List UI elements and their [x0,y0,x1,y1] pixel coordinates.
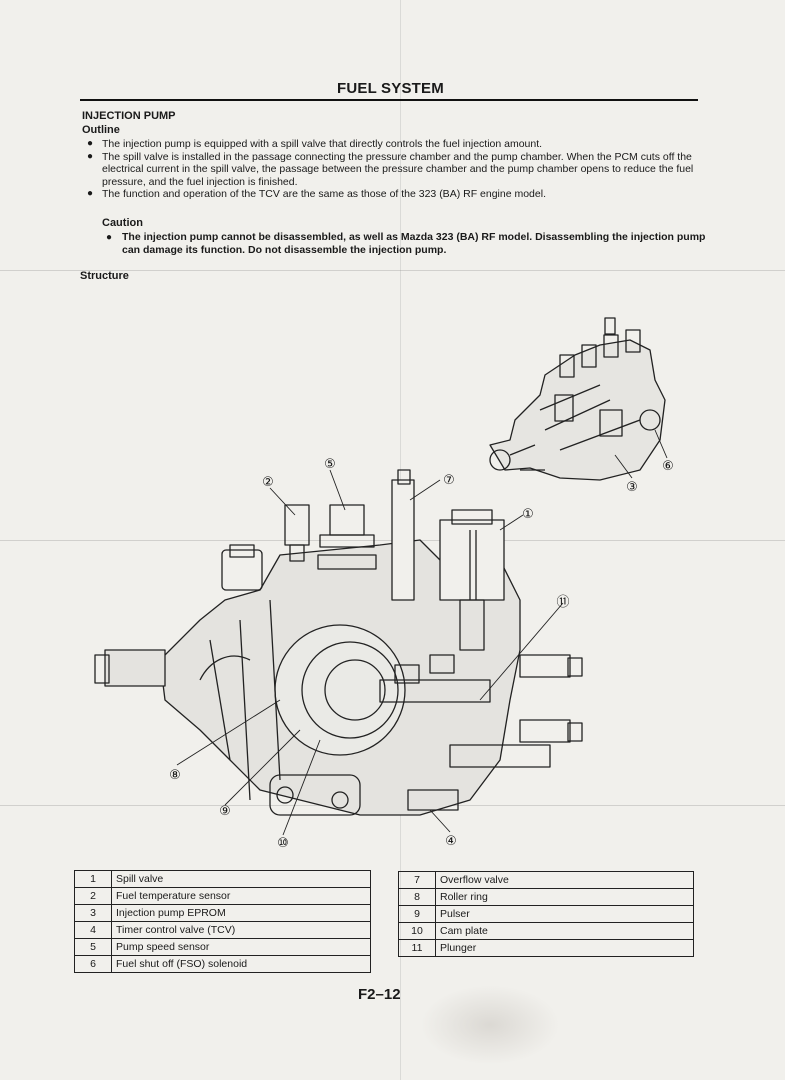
header-rule [80,99,698,101]
part-name: Overflow valve [435,871,694,889]
page-title: FUEL SYSTEM [337,80,444,97]
callout-3-label: ③ [626,480,638,495]
list-item: ● The injection pump is equipped with a s… [84,138,704,151]
part-name: Cam plate [435,922,694,940]
part-name: Pulser [435,905,694,923]
callout-2-label: ② [262,475,274,490]
callout-8-label: ⑧ [169,768,181,783]
part-number: 7 [398,871,436,889]
paper-fold [0,270,785,271]
structure-heading: Structure [80,270,129,282]
bullet-icon: ● [87,138,94,149]
part-number: 4 [74,921,112,939]
caution-heading: Caution [102,217,143,229]
part-number: 1 [74,870,112,888]
page-number: F2–12 [358,986,401,1003]
part-name: Fuel temperature sensor [111,887,371,905]
part-name: Injection pump EPROM [111,904,371,922]
part-number: 10 [398,922,436,940]
paper-smudge [420,985,560,1065]
part-name: Roller ring [435,888,694,906]
list-item-text: The injection pump is equipped with a sp… [102,138,543,150]
list-item: ● The function and operation of the TCV a… [84,188,704,201]
callout-10-label: ⑩ [277,836,289,851]
pump-main-illustration [94,469,583,816]
part-number: 6 [74,955,112,973]
callout-7-label: ⑦ [443,473,455,488]
outline-heading: Outline [82,124,120,136]
caution-text-block: ● The injection pump cannot be disassembl… [106,231,722,257]
part-number: 2 [74,887,112,905]
callout-4-label: ④ [445,834,457,849]
outline-list: ● The injection pump is equipped with a s… [84,138,704,201]
list-item-text: The function and operation of the TCV ar… [102,188,546,201]
part-number: 11 [398,939,436,957]
caution-text: The injection pump cannot be disassemble… [122,231,706,256]
part-name: Spill valve [111,870,371,888]
bullet-icon: ● [106,232,113,243]
part-name: Fuel shut off (FSO) solenoid [111,955,371,973]
part-number: 5 [74,938,112,956]
part-number: 3 [74,904,112,922]
list-item: ● The spill valve is installed in the pas… [84,151,704,189]
part-number: 8 [398,888,436,906]
section-title: INJECTION PUMP [82,110,176,122]
list-item-text: The spill valve is installed in the pass… [102,150,694,188]
callout-leaders [176,429,668,836]
callout-6-label: ⑥ [662,459,674,474]
pump-inset-illustration [489,317,666,481]
injection-pump-diagram: ① ② ③ ④ ⑤ ⑥ ⑦ ⑧ ⑨ ⑩ ⑪ [94,317,674,851]
callout-9-label: ⑨ [219,804,231,819]
part-number: 9 [398,905,436,923]
callout-1-label: ① [522,507,534,522]
bullet-icon: ● [87,188,94,200]
part-name: Timer control valve (TCV) [111,921,371,939]
part-name: Plunger [435,939,694,957]
callout-5-label: ⑤ [324,457,336,472]
part-name: Pump speed sensor [111,938,371,956]
bullet-icon: ● [87,150,94,162]
callout-11-label: ⑪ [556,595,569,610]
